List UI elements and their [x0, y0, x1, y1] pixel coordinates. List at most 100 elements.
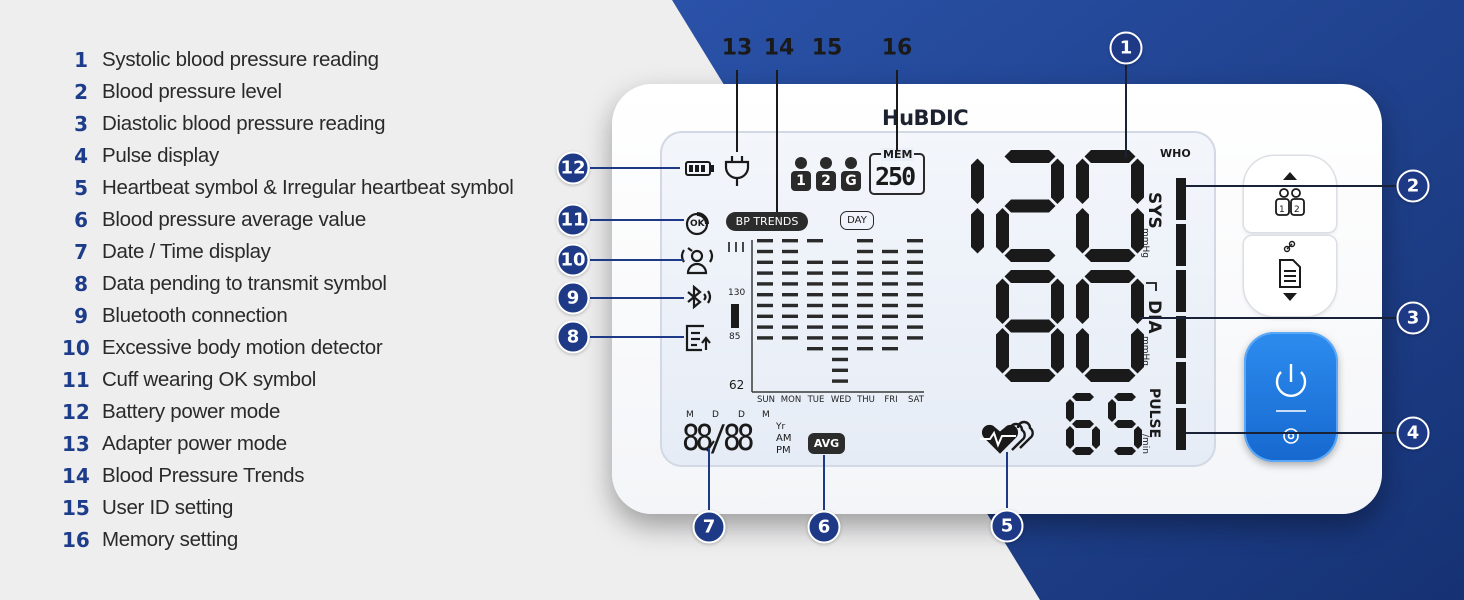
callout-12: 12: [556, 151, 590, 185]
legend-text: Date / Time display: [102, 240, 271, 263]
brand-logo: HuBDIC: [882, 106, 969, 130]
bp-trends-label: BP TRENDS: [726, 212, 808, 231]
trend-scale-high: 130: [728, 288, 746, 298]
legend-item: 15 User ID setting: [62, 492, 514, 524]
legend-number: 12: [62, 400, 90, 424]
legend-text: Excessive body motion detector: [102, 336, 383, 359]
legend-number: 15: [62, 496, 90, 520]
callout-13: 13: [721, 35, 753, 61]
user-id-2: 2: [821, 173, 831, 189]
callout-10: 10: [556, 243, 590, 277]
legend-number: 2: [74, 80, 88, 104]
date-letter-month: M: [686, 410, 694, 420]
weekday-label: WED: [830, 395, 852, 405]
weekday-label: TUE: [807, 395, 825, 405]
date-letter-day: D: [712, 410, 719, 420]
pulse-label: PULSE: [1146, 388, 1162, 439]
trend-scale-low: 62: [729, 378, 745, 392]
power-button[interactable]: [1244, 332, 1338, 462]
sys-label: SYS: [1144, 192, 1164, 229]
legend-number: 4: [74, 144, 88, 168]
mem-value: 250: [875, 162, 916, 191]
callout-6: 6: [807, 510, 841, 544]
user-id-1: 1: [796, 173, 806, 189]
callout-15: 15: [811, 35, 843, 61]
legend-number: 13: [62, 432, 90, 456]
weekday-label: SAT: [908, 395, 924, 405]
legend-number: 10: [62, 336, 90, 360]
pulse-unit: /min: [1140, 434, 1150, 455]
legend-text: Memory setting: [102, 528, 238, 551]
callout-16: 16: [881, 35, 913, 61]
who-label: WHO: [1160, 147, 1191, 160]
date-time-display: 88/88: [682, 418, 754, 459]
legend-item: 10 Excessive body motion detector: [62, 332, 514, 364]
weekday-label: FRI: [884, 395, 898, 405]
callout-9: 9: [556, 281, 590, 315]
legend-text: Blood pressure level: [102, 80, 282, 103]
trend-scale-mid: 85: [729, 332, 741, 342]
legend-item: 2 Blood pressure level: [62, 76, 514, 108]
legend-text: Pulse display: [102, 144, 219, 167]
sys-unit: mmHg: [1140, 228, 1150, 259]
legend-number: 8: [74, 272, 88, 296]
legend-item: 7 Date / Time display: [62, 236, 514, 268]
legend-item: 9 Bluetooth connection: [62, 300, 514, 332]
legend-number: 11: [62, 368, 90, 392]
year-label: Yr: [776, 422, 786, 432]
weekday-label: SUN: [757, 395, 775, 405]
user-select-button[interactable]: [1244, 156, 1336, 232]
legend-text: Bluetooth connection: [102, 304, 288, 327]
legend-text: Blood Pressure Trends: [102, 464, 305, 487]
legend-number: 5: [74, 176, 88, 200]
legend-item: 4 Pulse display: [62, 140, 514, 172]
legend-item: 6 Blood pressure average value: [62, 204, 514, 236]
legend-text: Cuff wearing OK symbol: [102, 368, 317, 391]
callout-2: 2: [1396, 169, 1430, 203]
legend-item: 8 Data pending to transmit symbol: [62, 268, 514, 300]
am-label: AM: [776, 433, 792, 444]
pm-label: PM: [776, 445, 791, 456]
callout-1: 1: [1109, 31, 1143, 65]
legend-text: User ID setting: [102, 496, 234, 519]
legend-number: 7: [74, 240, 88, 264]
legend-item: 13 Adapter power mode: [62, 428, 514, 460]
legend-number: 16: [62, 528, 90, 552]
avg-label: AVG: [808, 433, 845, 454]
legend-item: 3 Diastolic blood pressure reading: [62, 108, 514, 140]
cuff-ok-label: OK: [690, 219, 705, 229]
dia-label: DIA: [1144, 300, 1164, 334]
legend-text: Adapter power mode: [102, 432, 287, 455]
memory-button[interactable]: [1244, 236, 1336, 316]
callout-5: 5: [990, 509, 1024, 543]
legend-text: Blood pressure average value: [102, 208, 366, 231]
weekday-label: MON: [780, 395, 802, 405]
callout-4: 4: [1396, 416, 1430, 450]
legend-number: 6: [74, 208, 88, 232]
legend-item: 5 Heartbeat symbol & Irregular heartbeat …: [62, 172, 514, 204]
legend-number: 14: [62, 464, 90, 488]
legend-text: Diastolic blood pressure reading: [102, 112, 386, 135]
day-label: DAY: [840, 211, 874, 230]
legend-text: Battery power mode: [102, 400, 281, 423]
legend-text: Systolic blood pressure reading: [102, 48, 379, 71]
legend-text: Data pending to transmit symbol: [102, 272, 387, 295]
callout-3: 3: [1396, 301, 1430, 335]
legend-item: 11 Cuff wearing OK symbol: [62, 364, 514, 396]
mem-label: MEM: [881, 148, 915, 161]
legend-number: 3: [74, 112, 88, 136]
legend-item: 12 Battery power mode: [62, 396, 514, 428]
legend-number: 1: [74, 48, 88, 72]
legend-item: 16 Memory setting: [62, 524, 514, 556]
callout-11: 11: [556, 203, 590, 237]
legend-item: 14 Blood Pressure Trends: [62, 460, 514, 492]
legend-item: 1 Systolic blood pressure reading: [62, 44, 514, 76]
callout-14: 14: [763, 35, 795, 61]
user-id-guest: G: [845, 173, 857, 189]
dia-unit: mmHg: [1140, 336, 1150, 367]
callout-8: 8: [556, 320, 590, 354]
legend-text: Heartbeat symbol & Irregular heartbeat s…: [102, 176, 514, 199]
date-letter-day: D: [738, 410, 745, 420]
legend-number: 9: [74, 304, 88, 328]
